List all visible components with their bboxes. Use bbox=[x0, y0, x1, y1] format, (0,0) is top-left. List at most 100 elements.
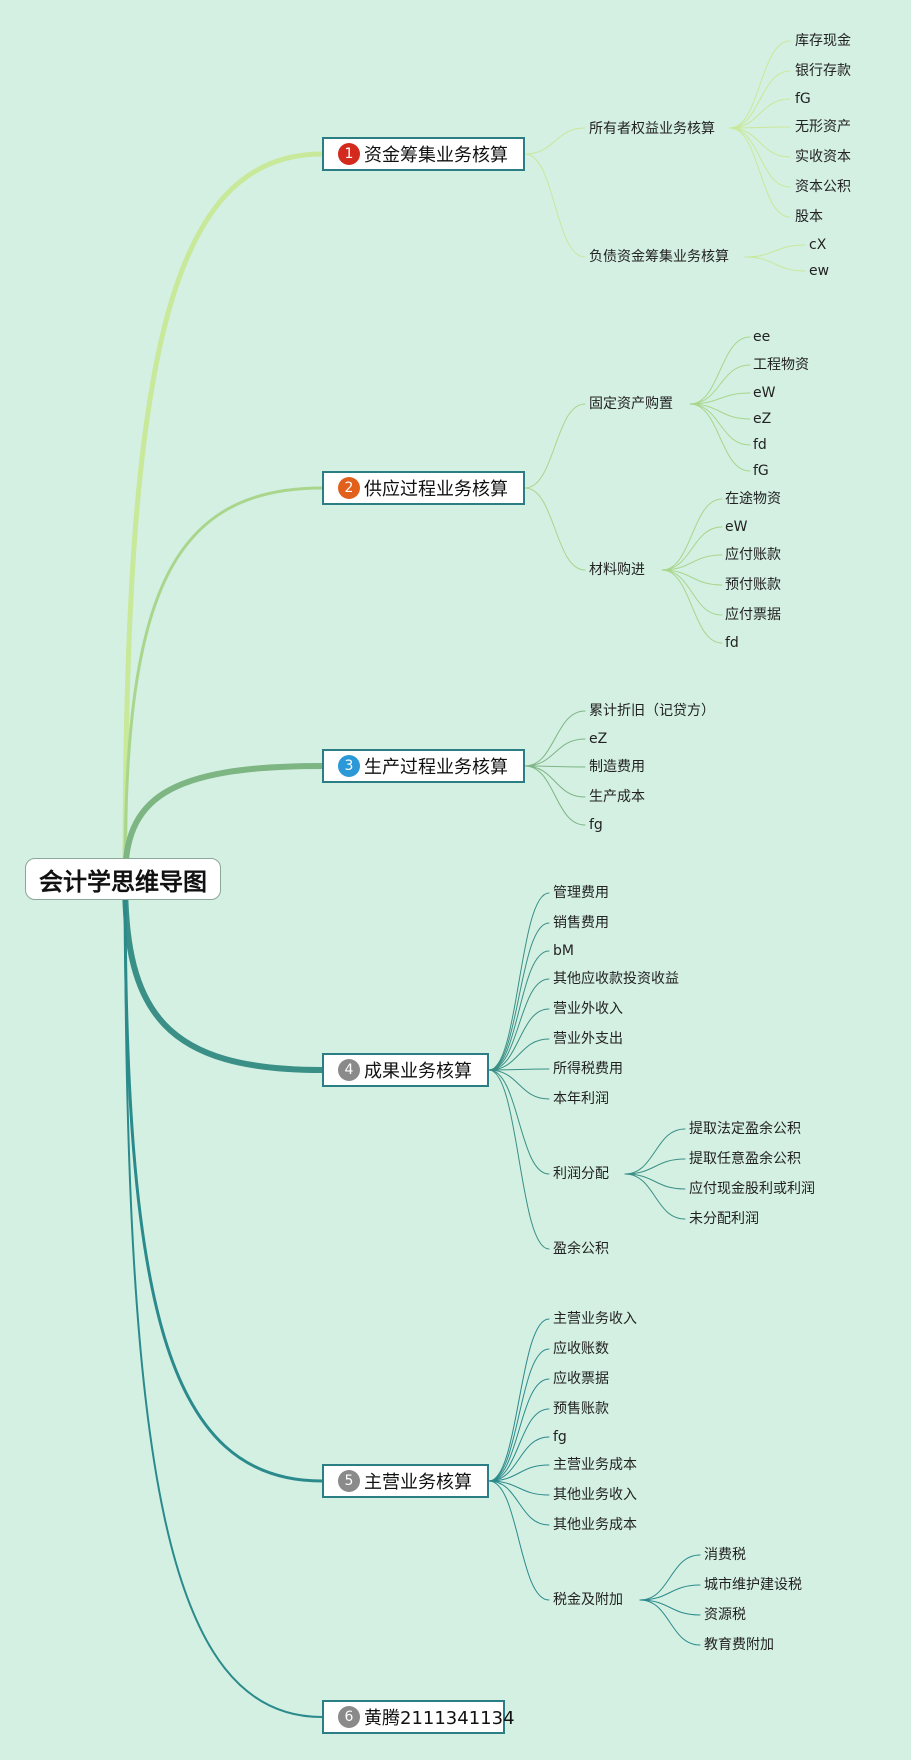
leaf-item[interactable]: 销售费用 bbox=[553, 915, 609, 931]
leaf-item[interactable]: ew bbox=[809, 263, 830, 279]
leaf-item[interactable]: 主营业务收入 bbox=[553, 1311, 637, 1327]
leaf-item[interactable]: 盈余公积 bbox=[553, 1241, 609, 1257]
leaf-item[interactable]: 教育费附加 bbox=[704, 1637, 774, 1653]
leaf-item[interactable]: 无形资产 bbox=[795, 119, 851, 135]
leaf-item[interactable]: 实收资本 bbox=[795, 149, 851, 165]
leaf-item[interactable]: fG bbox=[795, 91, 811, 107]
connector-line bbox=[689, 364, 751, 405]
connector-line bbox=[729, 127, 791, 218]
leaf-item[interactable]: 管理费用 bbox=[553, 885, 609, 901]
leaf-item[interactable]: 消费税 bbox=[704, 1547, 746, 1563]
leaf-item[interactable]: 未分配利润 bbox=[689, 1211, 759, 1227]
leaf-item[interactable]: 累计折旧（记贷方） bbox=[589, 703, 715, 719]
leaf-item[interactable]: 其他业务收入 bbox=[553, 1487, 637, 1503]
leaf-item[interactable]: 本年利润 bbox=[553, 1091, 609, 1107]
connector-line bbox=[488, 1480, 550, 1526]
subtopic-material-purchase[interactable]: 材料购进 bbox=[589, 562, 645, 578]
leaf-item[interactable]: 应收账数 bbox=[553, 1341, 609, 1357]
leaf-item[interactable]: 应收票据 bbox=[553, 1371, 609, 1387]
connector-line bbox=[661, 498, 723, 571]
connector-line bbox=[689, 403, 751, 420]
leaf-item[interactable]: 股本 bbox=[795, 209, 823, 225]
connector-line bbox=[729, 70, 791, 129]
connector-line bbox=[524, 765, 586, 798]
leaf-item[interactable]: 主营业务成本 bbox=[553, 1457, 637, 1473]
connector-line bbox=[729, 40, 791, 129]
connector-line bbox=[661, 569, 723, 644]
connector-line bbox=[524, 710, 586, 767]
subtopic-liability-funding[interactable]: 负债资金筹集业务核算 bbox=[589, 249, 729, 265]
leaf-item[interactable]: 城市维护建设税 bbox=[704, 1577, 802, 1593]
branch-main-business[interactable]: 5 主营业务核算 bbox=[322, 1464, 489, 1498]
branch-label: 主营业务核算 bbox=[364, 1472, 472, 1493]
leaf-item[interactable]: 应付票据 bbox=[725, 607, 781, 623]
connector-line bbox=[524, 765, 586, 768]
leaf-item[interactable]: 应付账款 bbox=[725, 547, 781, 563]
leaf-item[interactable]: 银行存款 bbox=[795, 63, 851, 79]
leaf-item[interactable]: 在途物资 bbox=[725, 491, 781, 507]
leaf-item[interactable]: cX bbox=[809, 237, 827, 253]
connector-line bbox=[661, 526, 723, 571]
leaf-item[interactable]: 提取法定盈余公积 bbox=[689, 1121, 801, 1137]
branch-results[interactable]: 4 成果业务核算 bbox=[322, 1053, 489, 1087]
leaf-item[interactable]: 提取任意盈余公积 bbox=[689, 1151, 801, 1167]
leaf-item[interactable]: 预售账款 bbox=[553, 1401, 609, 1417]
leaf-item[interactable]: 资源税 bbox=[704, 1607, 746, 1623]
subtopic-taxes-surcharges[interactable]: 税金及附加 bbox=[553, 1592, 623, 1608]
leaf-item[interactable]: 所得税费用 bbox=[553, 1061, 623, 1077]
branch-production-process[interactable]: 3 生产过程业务核算 bbox=[322, 749, 525, 783]
connector-line bbox=[524, 765, 586, 826]
leaf-item[interactable]: eZ bbox=[753, 411, 772, 427]
connector-line bbox=[488, 1480, 550, 1496]
leaf-item[interactable]: eW bbox=[753, 385, 776, 401]
branch-label: 黄腾2111341134 bbox=[364, 1708, 515, 1729]
subtopic-owner-equity[interactable]: 所有者权益业务核算 bbox=[589, 121, 715, 137]
leaf-item[interactable]: 工程物资 bbox=[753, 357, 809, 373]
leaf-item[interactable]: fd bbox=[753, 437, 767, 453]
subtopic-profit-distribution[interactable]: 利润分配 bbox=[553, 1166, 609, 1182]
connector-line bbox=[488, 892, 550, 1071]
leaf-item[interactable]: 营业外支出 bbox=[553, 1031, 623, 1047]
connector-line bbox=[488, 1318, 550, 1482]
connector-line bbox=[661, 569, 723, 586]
root-branch-line bbox=[122, 876, 325, 1073]
connector-line bbox=[729, 127, 791, 188]
leaf-item[interactable]: 制造费用 bbox=[589, 759, 645, 775]
connector-line bbox=[488, 1069, 550, 1100]
connector-line bbox=[524, 127, 586, 155]
leaf-item[interactable]: eW bbox=[725, 519, 748, 535]
number-badge: 4 bbox=[338, 1059, 360, 1081]
leaf-item[interactable]: 预付账款 bbox=[725, 577, 781, 593]
leaf-item[interactable]: 应付现金股利或利润 bbox=[689, 1181, 815, 1197]
subtopic-fixed-assets[interactable]: 固定资产购置 bbox=[589, 396, 673, 412]
connector-line bbox=[488, 1069, 550, 1175]
connector-line bbox=[624, 1158, 686, 1175]
leaf-item[interactable]: ee bbox=[753, 329, 771, 345]
leaf-item[interactable]: fg bbox=[589, 817, 603, 833]
branch-fund-raising[interactable]: 1 资金筹集业务核算 bbox=[322, 137, 525, 171]
branch-supply-process[interactable]: 2 供应过程业务核算 bbox=[322, 471, 525, 505]
leaf-item[interactable]: 营业外收入 bbox=[553, 1001, 623, 1017]
leaf-item[interactable]: fd bbox=[725, 635, 739, 651]
leaf-item[interactable]: 资本公积 bbox=[795, 179, 851, 195]
connector-line bbox=[488, 1068, 550, 1071]
connector-line bbox=[524, 738, 586, 767]
leaf-item[interactable]: bM bbox=[553, 943, 574, 959]
leaf-item[interactable]: eZ bbox=[589, 731, 608, 747]
connector-line bbox=[488, 1436, 550, 1482]
leaf-item[interactable]: fg bbox=[553, 1429, 567, 1445]
connector-line bbox=[729, 126, 791, 129]
leaf-item[interactable]: 其他业务成本 bbox=[553, 1517, 637, 1533]
root-topic[interactable]: 会计学思维导图 bbox=[25, 858, 221, 900]
connector-line bbox=[639, 1599, 701, 1646]
connector-line bbox=[524, 153, 586, 258]
leaf-item[interactable]: 其他应收款投资收益 bbox=[553, 971, 679, 987]
leaf-item[interactable]: 库存现金 bbox=[795, 33, 851, 49]
connector-line bbox=[488, 950, 550, 1071]
connector-line bbox=[624, 1173, 686, 1220]
branch-author[interactable]: 6 黄腾2111341134 bbox=[322, 1700, 515, 1734]
number-badge: 1 bbox=[338, 143, 360, 165]
leaf-item[interactable]: fG bbox=[753, 463, 769, 479]
leaf-item[interactable]: 生产成本 bbox=[589, 789, 645, 805]
